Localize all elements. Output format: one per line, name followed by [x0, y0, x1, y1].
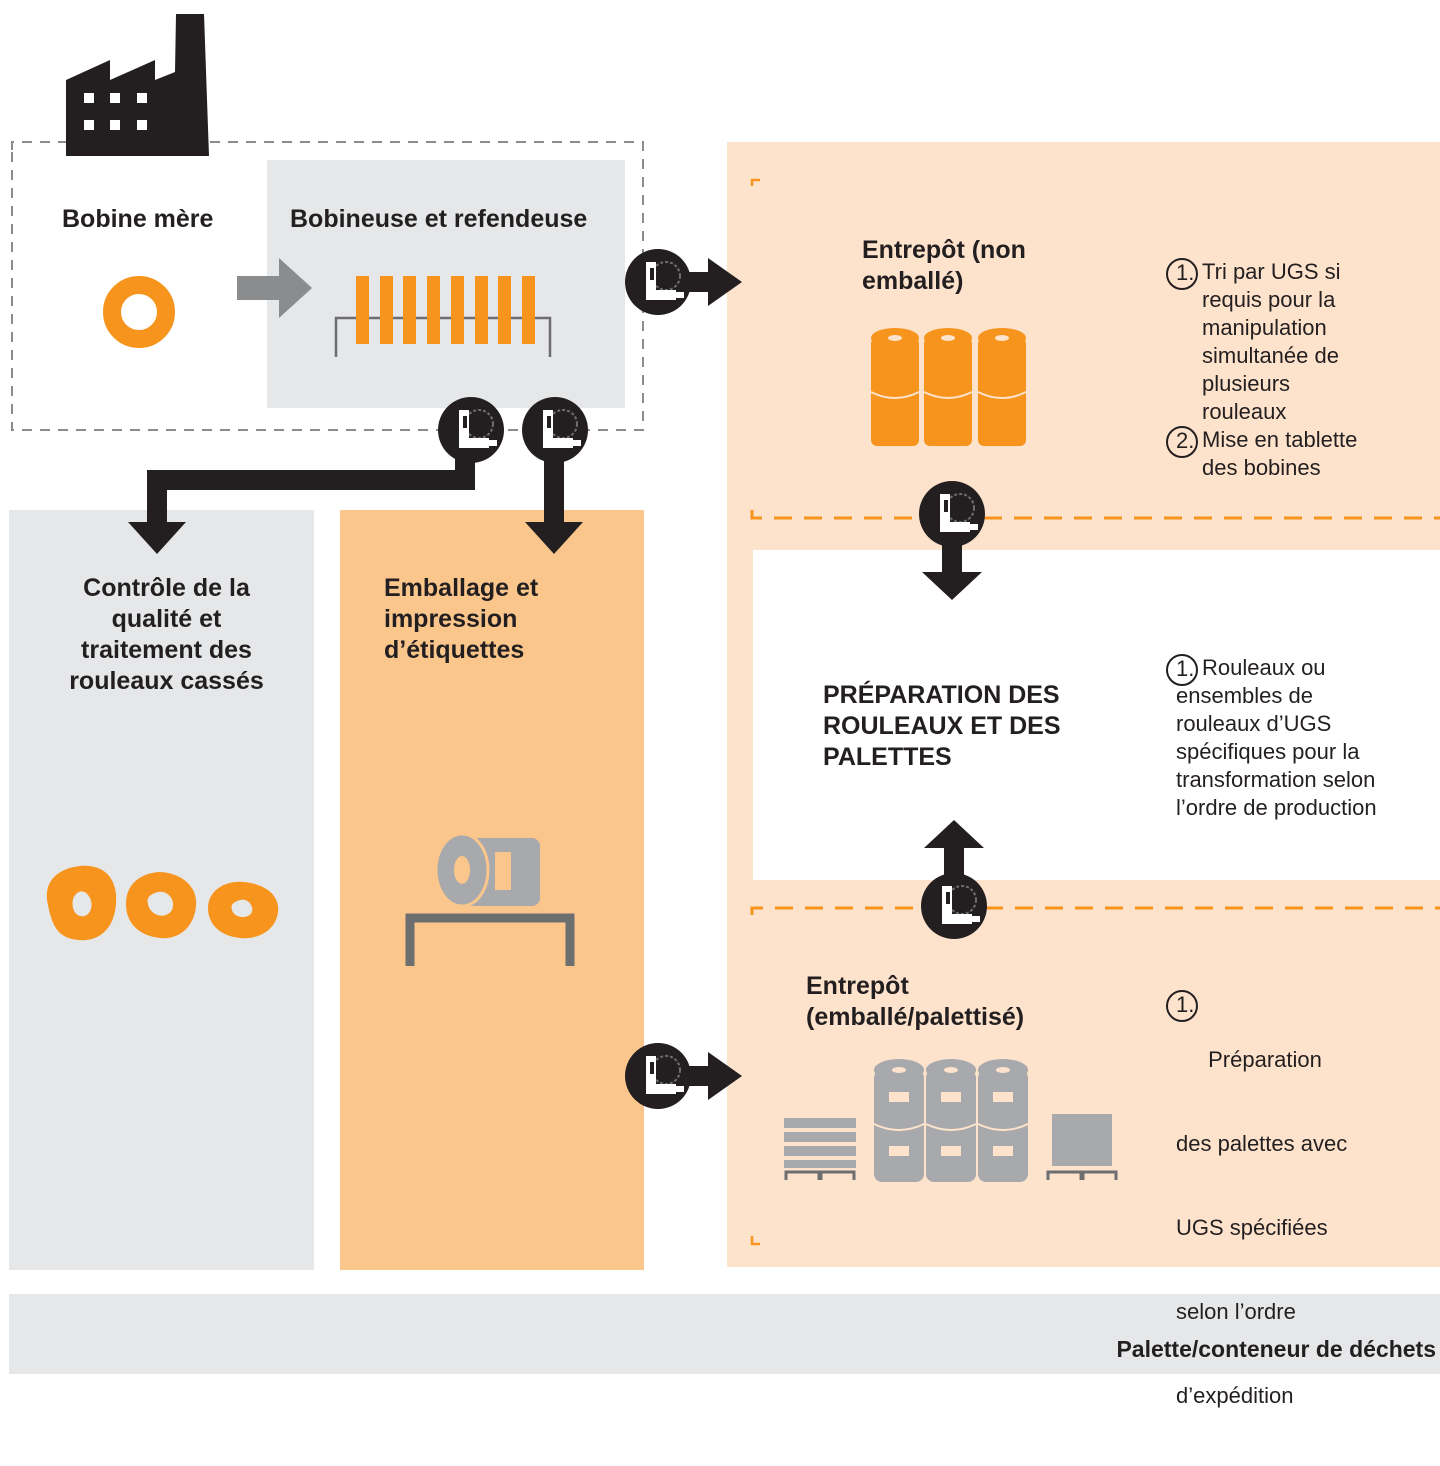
zone-dividers: [750, 510, 1440, 915]
packaging-title: Emballage et impression d’étiquettes: [384, 574, 539, 664]
warehouse-unpacked-steps: 1. Tri par UGS si requis pour la manipul…: [1166, 258, 1436, 488]
mother-roll-icon: [103, 276, 175, 348]
preparation-title: PRÉPARATION DES ROULEAUX ET DES PALETTES: [823, 681, 1061, 771]
warehouse-packed-title: Entrepôt (emballé/palettisé): [806, 972, 1025, 1031]
pallet-base: [784, 1170, 1118, 1180]
roll-stack-icon: [870, 328, 1027, 446]
waste-bar: [9, 1294, 1440, 1374]
slitter-panel: [267, 160, 625, 408]
mother-roll-label: Bobine mère: [62, 205, 214, 233]
slitter-label: Bobineuse et refendeuse: [290, 205, 588, 233]
step-number-badge: [1166, 990, 1198, 1022]
warehouse-packed-steps: 1. Préparation des palettes avec UGS spé…: [1166, 990, 1436, 1408]
factory-boundary: [11, 141, 644, 431]
diagram-graphics: [11, 14, 1440, 1246]
warehouse-unpacked-title: Entrepôt (non emballé): [862, 236, 1026, 295]
preparation-steps: 1. Rouleaux ou ensembles de rouleaux d’U…: [1166, 654, 1436, 829]
broken-rolls-icon: [46, 865, 279, 941]
waste-label: Palette/conteneur de déchets: [1116, 1336, 1436, 1362]
factory-icon: [66, 14, 209, 156]
slitter-icon: [334, 276, 552, 357]
pallet-icon: [784, 1114, 1112, 1168]
wrapped-roll-icon: [405, 832, 575, 966]
quality-title: Contrôle de la qualité et traitement des…: [69, 574, 264, 695]
packed-roll-stack-icon: [873, 1059, 1029, 1182]
step-number-badge: [1166, 258, 1198, 290]
arrow-icon: [237, 258, 312, 318]
corner-markers: [750, 178, 760, 1246]
preparation-panel: [753, 550, 1440, 880]
step-number-badge: [1166, 426, 1198, 458]
step-number-badge: [1166, 654, 1198, 686]
